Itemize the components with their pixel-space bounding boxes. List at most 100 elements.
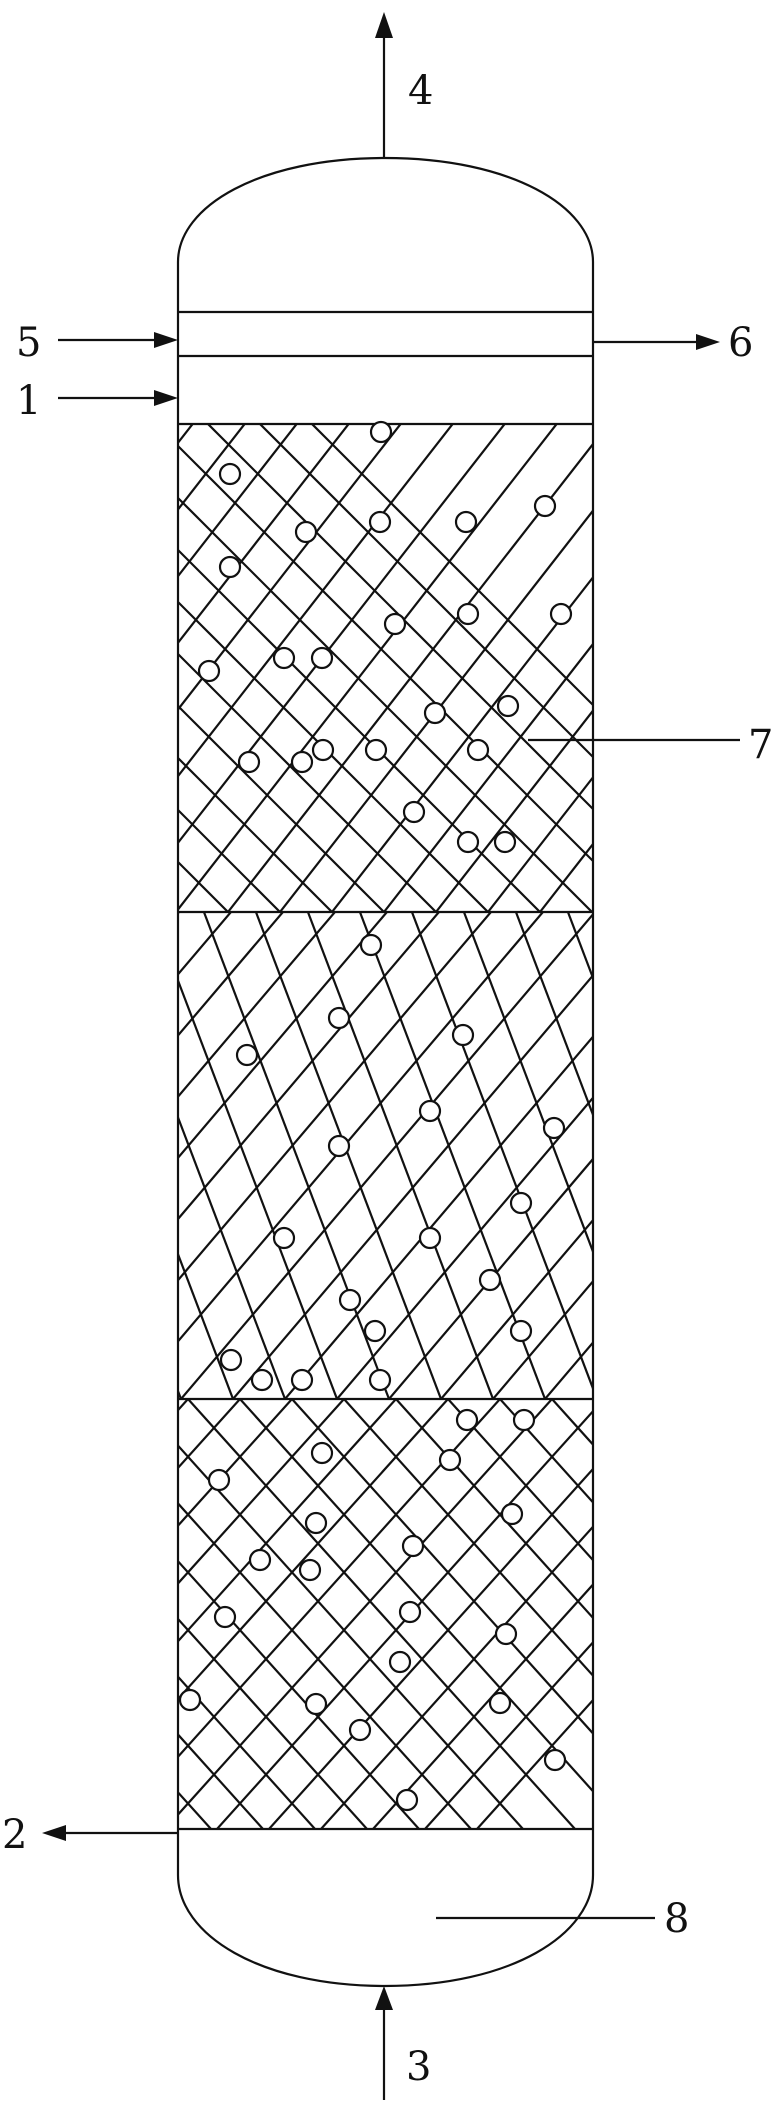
catalyst-pellet (456, 602, 480, 626)
catalyst-pellet (509, 1191, 533, 1215)
hatch-line (644, 272, 784, 912)
hatch-line (0, 1399, 84, 2039)
hatch-line (696, 272, 784, 912)
hatch-line (178, 1399, 345, 1586)
catalyst-pellet (456, 830, 480, 854)
catalyst-pellet (418, 1099, 442, 1123)
stream-6-outlet (593, 334, 720, 350)
inlet-3-arrowhead (375, 1986, 393, 2010)
stream-3-inlet (375, 1986, 393, 2100)
hatch-line (258, 424, 593, 759)
hatch-line (178, 912, 493, 1282)
catalyst-pellet (438, 1448, 462, 1472)
catalyst-pellet (311, 738, 335, 762)
hatch-line (410, 912, 593, 1392)
callout-8: 8 (664, 1896, 689, 1942)
catalyst-pellet (454, 510, 478, 534)
top-dome (176, 156, 595, 263)
hatch-line (178, 912, 389, 1160)
callout-5: 5 (16, 320, 41, 366)
hatch-line (180, 912, 593, 1399)
hatch-line (544, 1340, 593, 1399)
hatch-line (178, 600, 489, 912)
hatch-line (215, 1409, 593, 1829)
callout-1: 1 (16, 378, 41, 424)
hatch-line (447, 1399, 593, 1562)
hatch-line (0, 272, 207, 912)
hatch-line (423, 1640, 593, 1829)
catalyst-pellet (218, 555, 242, 579)
hatch-line (0, 272, 124, 912)
catalyst-pellet (500, 1502, 524, 1526)
hatch-line (701, 759, 784, 1399)
catalyst-pellet (327, 1006, 351, 1030)
catalyst-pellet (368, 1368, 392, 1392)
catalyst-pellet (493, 830, 517, 854)
hatch-line (284, 1034, 593, 1399)
hatch-line (178, 1501, 473, 1829)
hatch-line (178, 912, 337, 1099)
hatch-line (187, 1399, 577, 1829)
hatch-line (178, 1675, 317, 1829)
hatch-line (760, 1399, 784, 2039)
hatch-line (331, 575, 593, 912)
hatch-line (319, 1525, 593, 1829)
catalyst-pellet (466, 738, 490, 762)
hatch-line (178, 424, 195, 445)
inlet-5-arrowhead (154, 332, 178, 348)
hatch-line (395, 1399, 593, 1620)
catalyst-pellet (207, 1468, 231, 1492)
catalyst-pellet (272, 1226, 296, 1250)
hatch-line (178, 1399, 189, 1412)
hatch-line (178, 860, 229, 912)
hatch-line (0, 1399, 140, 2039)
hatch-line (227, 442, 593, 912)
catalyst-pellet (388, 1650, 412, 1674)
stream-2-outlet (42, 1825, 178, 1841)
callout-7: 7 (748, 722, 773, 768)
hatch-line (267, 1467, 593, 1829)
hatch-line (440, 1218, 593, 1399)
hatch-line (371, 1582, 593, 1829)
hatch-line (0, 1399, 136, 2039)
catalyst-pellet (451, 1023, 475, 1047)
hatch-line (239, 1399, 593, 1793)
hatch-line (539, 842, 593, 912)
hatch-line (514, 912, 593, 1118)
callout-6: 6 (728, 320, 753, 366)
catalyst-pellet (338, 1288, 362, 1312)
hatch-line (232, 973, 593, 1399)
catalyst-pellet (248, 1548, 272, 1572)
catalyst-pellet (543, 1748, 567, 1772)
catalyst-pellet (542, 1116, 566, 1140)
stream-1-inlet (58, 390, 178, 406)
hatch-line (0, 759, 257, 1399)
catalyst-pellet (364, 738, 388, 762)
hatch-line (178, 1399, 501, 1759)
packing-bed-bottom-hatching (0, 1399, 784, 2039)
hatch-line (178, 1399, 449, 1701)
hatch-line (178, 652, 437, 912)
hatch-line (178, 548, 541, 912)
hatch-line (178, 1444, 525, 1829)
catalyst-pellet (369, 420, 393, 444)
hatch-line (383, 642, 593, 912)
catalyst-pellet (213, 1605, 237, 1629)
packing-bed-top-hatching (0, 272, 784, 912)
catalyst-pellet (219, 1348, 243, 1372)
hatch-line (748, 272, 784, 912)
catalyst-pellet (310, 646, 334, 670)
hatch-line (435, 708, 593, 912)
catalyst-pellet (496, 694, 520, 718)
hatch-line (178, 424, 455, 778)
catalyst-pellet (533, 494, 557, 518)
catalyst-pellet (310, 1441, 334, 1465)
catalyst-pellet (363, 1319, 387, 1343)
bottom-dome (176, 1874, 595, 1988)
hatch-line (178, 444, 593, 863)
catalyst-pellet (178, 1688, 202, 1712)
catalyst-pellet (383, 612, 407, 636)
catalyst-pellet (327, 1134, 351, 1158)
hatch-line (178, 1114, 287, 1399)
